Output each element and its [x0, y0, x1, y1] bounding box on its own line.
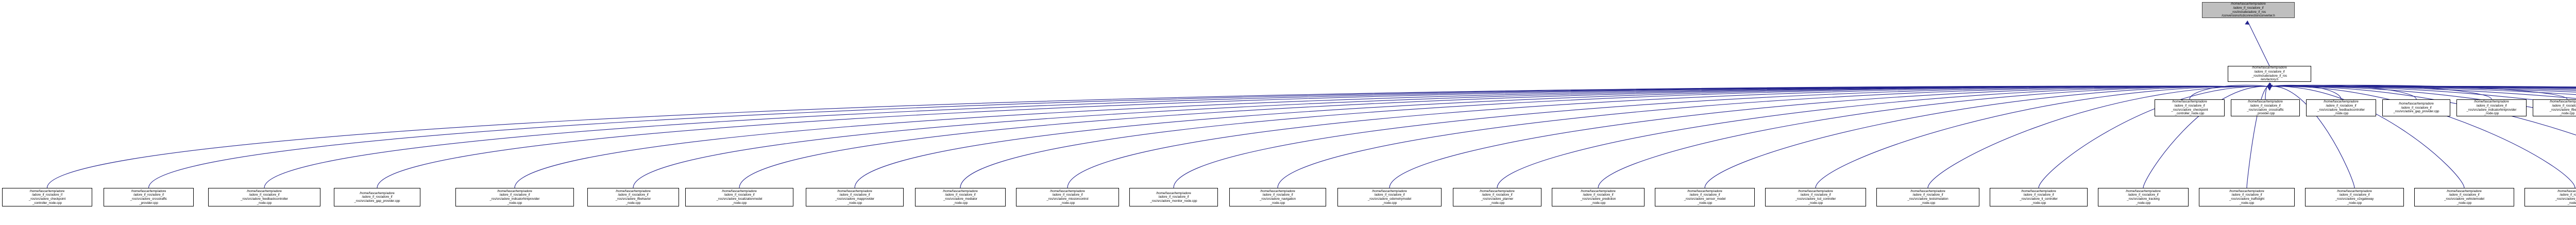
node-mid-4[interactable]: /home/fascar/temp/adore /adore_if_ros/ad…	[2456, 99, 2527, 116]
node-leaf-7[interactable]: /home/fascar/temp/adore /adore_if_ros/ad…	[806, 188, 904, 206]
node-leaf-4[interactable]: /home/fascar/temp/adore /adore_if_ros/ad…	[455, 188, 574, 206]
node-mid-5[interactable]: /home/fascar/temp/adore /adore_if_ros/ad…	[2533, 99, 2576, 116]
node-leaf-13[interactable]: /home/fascar/temp/adore /adore_if_ros/ad…	[1453, 188, 1541, 206]
node-mid-2[interactable]: /home/fascar/temp/adore /adore_if_ros/ad…	[2306, 99, 2376, 116]
node-leaf-12[interactable]: /home/fascar/temp/adore /adore_if_ros/ad…	[1337, 188, 1442, 206]
node-leaf-15[interactable]: /home/fascar/temp/adore /adore_if_ros/ad…	[1655, 188, 1755, 206]
node-leaf-22[interactable]: /home/fascar/temp/adore /adore_if_ros/ad…	[2414, 188, 2514, 206]
node-leaf-11[interactable]: /home/fascar/temp/adore /adore_if_ros/ad…	[1229, 188, 1326, 206]
node-leaf-1[interactable]: /home/fascar/temp/adore /adore_if_ros/ad…	[104, 188, 194, 206]
node-leaf-17[interactable]: /home/fascar/temp/adore /adore_if_ros/ad…	[1876, 188, 1979, 206]
node-root-header[interactable]: /home/fascar/temp/adore /adore_if_ros/ad…	[2202, 2, 2295, 18]
node-leaf-23[interactable]: /home/fascar/temp/adore /adore_if_ros/ad…	[2524, 188, 2576, 206]
node-leaf-16[interactable]: /home/fascar/temp/adore /adore_if_ros/ad…	[1765, 188, 1866, 206]
node-leaf-9[interactable]: /home/fascar/temp/adore /adore_if_ros/ad…	[1016, 188, 1119, 206]
node-leaf-19[interactable]: /home/fascar/temp/adore /adore_if_ros/ad…	[2098, 188, 2189, 206]
node-leaf-14[interactable]: /home/fascar/temp/adore /adore_if_ros/ad…	[1552, 188, 1645, 206]
node-leaf-8[interactable]: /home/fascar/temp/adore /adore_if_ros/ad…	[915, 188, 1006, 206]
node-leaf-21[interactable]: /home/fascar/temp/adore /adore_if_ros/ad…	[2305, 188, 2404, 206]
node-mid-0[interactable]: /home/fascar/temp/adore /adore_if_ros/ad…	[2155, 99, 2225, 116]
node-leaf-0[interactable]: /home/fascar/temp/adore /adore_if_ros/ad…	[2, 188, 92, 206]
node-leaf-3[interactable]: /home/fascar/temp/adore /adore_if_ros/ad…	[334, 188, 420, 206]
node-leaf-18[interactable]: /home/fascar/temp/adore /adore_if_ros/ad…	[1990, 188, 2088, 206]
node-leaf-5[interactable]: /home/fascar/temp/adore /adore_if_ros/ad…	[587, 188, 679, 206]
node-leaf-6[interactable]: /home/fascar/temp/adore /adore_if_ros/ad…	[685, 188, 793, 206]
node-mid-1[interactable]: /home/fascar/temp/adore /adore_if_ros/ad…	[2231, 99, 2300, 116]
node-envfactory-header[interactable]: /home/fascar/temp/adore /adore_if_ros/ad…	[2228, 66, 2311, 82]
node-leaf-10[interactable]: /home/fascar/temp/adore /adore_if_ros/ad…	[1129, 188, 1218, 206]
node-leaf-2[interactable]: /home/fascar/temp/adore /adore_if_ros/ad…	[208, 188, 320, 206]
node-leaf-20[interactable]: /home/fascar/temp/adore /adore_if_ros/ad…	[2199, 188, 2295, 206]
node-mid-3[interactable]: /home/fascar/temp/adore /adore_if_ros/ad…	[2382, 99, 2450, 116]
